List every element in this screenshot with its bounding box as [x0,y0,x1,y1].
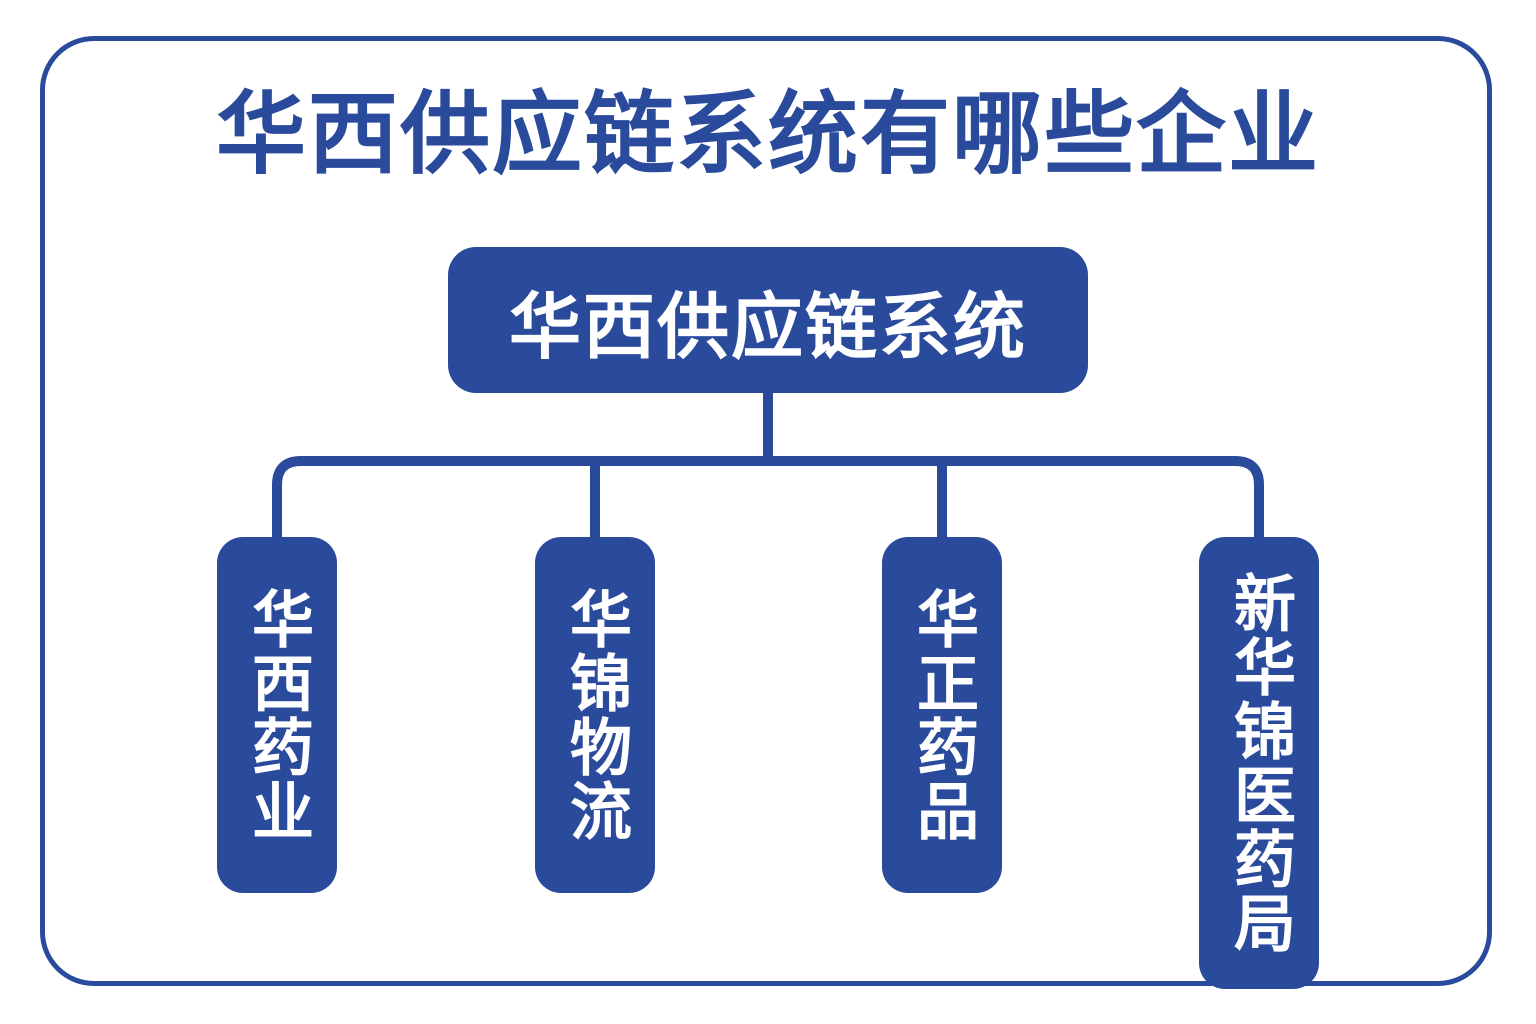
root-node-box: 华西供应链系统 [448,247,1088,393]
page-title: 华西供应链系统有哪些企业 [216,82,1320,187]
outer-frame [40,36,1492,986]
child-node-huajin-logistics: 华锦物流 [535,537,655,893]
child-node-xinhuajin-pharmacy: 新华锦医药局 [1199,537,1319,989]
child-node-huaxi-pharma: 华西药业 [217,537,337,893]
child-node-huazheng-drugs: 华正药品 [882,537,1002,893]
horizontal-bus-line [272,456,1264,542]
